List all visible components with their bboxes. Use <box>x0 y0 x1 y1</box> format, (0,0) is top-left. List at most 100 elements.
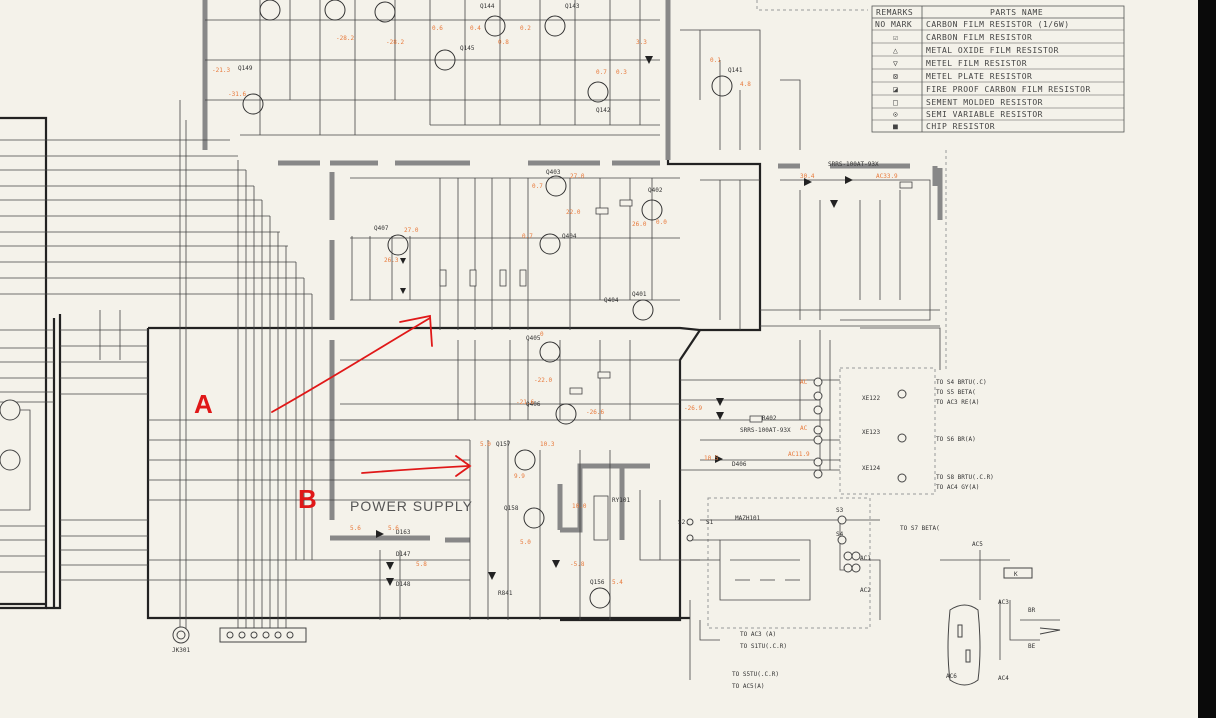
legend-symbol: ⊠ <box>893 72 898 81</box>
shield-segments <box>202 0 943 543</box>
svg-text:Q145: Q145 <box>460 45 475 52</box>
svg-text:TO S5 BETA(: TO S5 BETA( <box>936 389 976 396</box>
svg-text:22.0: 22.0 <box>566 209 581 216</box>
svg-text:-22.0: -22.0 <box>534 377 552 384</box>
svg-text:Q158: Q158 <box>504 505 519 512</box>
svg-text:TO S6 BR(A): TO S6 BR(A) <box>936 436 976 443</box>
svg-text:K: K <box>1014 571 1018 578</box>
legend-name: CARBON FILM RESISTOR (1/6W) <box>926 20 1070 29</box>
legend-symbol: ▽ <box>893 59 898 68</box>
svg-text:27.0: 27.0 <box>570 173 585 180</box>
svg-text:0.8: 0.8 <box>498 39 509 46</box>
legend-symbol: ■ <box>893 122 898 131</box>
svg-text:Q141: Q141 <box>728 67 743 74</box>
svg-text:5.0: 5.0 <box>520 539 531 546</box>
arrow-a <box>271 317 431 413</box>
svg-text:BR: BR <box>1028 607 1036 614</box>
svg-text:0.4: 0.4 <box>470 25 481 32</box>
svg-text:TO AC3 (A): TO AC3 (A) <box>740 631 776 638</box>
svg-text:Q406: Q406 <box>526 401 541 408</box>
svg-text:5.8: 5.8 <box>416 561 427 568</box>
svg-text:26.3: 26.3 <box>384 257 399 264</box>
red-annotation-arrows <box>271 314 472 477</box>
svg-text:AC4: AC4 <box>998 675 1009 682</box>
arrow-a-head <box>399 314 433 347</box>
diode-symbols <box>376 56 853 586</box>
wiring-middle <box>340 177 941 620</box>
svg-text:Q404: Q404 <box>604 297 619 304</box>
wiring-left <box>0 100 470 640</box>
legend-name: FIRE PROOF CARBON FILM RESISTOR <box>926 85 1091 94</box>
svg-text:-5.8: -5.8 <box>570 561 585 568</box>
legend-name: METEL PLATE RESISTOR <box>926 72 1032 81</box>
svg-text:D163: D163 <box>396 529 411 536</box>
viewer-right-edge <box>1198 0 1216 718</box>
svg-text:XE122: XE122 <box>862 395 880 402</box>
svg-text:0.6: 0.6 <box>432 25 443 32</box>
svg-text:0.7: 0.7 <box>532 183 543 190</box>
legend-name: METAL OXIDE FILM RESISTOR <box>926 46 1059 55</box>
svg-text:D406: D406 <box>732 461 747 468</box>
svg-text:AC11.9: AC11.9 <box>788 451 810 458</box>
svg-text:0.0: 0.0 <box>656 219 667 226</box>
svg-text:Q401: Q401 <box>632 291 647 298</box>
svg-text:XE123: XE123 <box>862 429 880 436</box>
legend-header-parts: PARTS NAME <box>990 8 1043 17</box>
svg-text:S3: S3 <box>836 507 844 514</box>
svg-text:Q142: Q142 <box>596 107 611 114</box>
svg-text:S1: S1 <box>706 519 714 526</box>
legend-symbol: △ <box>893 46 898 55</box>
annotation-label-b: B <box>298 484 317 514</box>
svg-text:TO AC4 GY(A): TO AC4 GY(A) <box>936 484 979 491</box>
wiring-top <box>205 0 801 150</box>
svg-text:Q405: Q405 <box>526 335 541 342</box>
svg-text:9.9: 9.9 <box>514 473 525 480</box>
svg-text:26.0: 26.0 <box>632 221 647 228</box>
resistor-legend: REMARKS PARTS NAME NO MARK CARBON FILM R… <box>871 5 1125 133</box>
component-labels: Q149 Q144 Q145 Q143 Q142 Q141 Q407 Q403 … <box>172 3 1036 682</box>
legend-name: METEL FILM RESISTOR <box>926 59 1027 68</box>
svg-text:TO S1TU(.C.R): TO S1TU(.C.R) <box>740 643 787 650</box>
svg-text:AC2: AC2 <box>860 587 871 594</box>
svg-text:0.7: 0.7 <box>596 69 607 76</box>
svg-text:Q156: Q156 <box>590 579 605 586</box>
legend-symbol: NO MARK <box>875 20 912 29</box>
svg-text:-26.6: -26.6 <box>586 409 604 416</box>
svg-text:3.3: 3.3 <box>636 39 647 46</box>
arrow-b-head <box>455 455 472 477</box>
svg-text:27.0: 27.0 <box>404 227 419 234</box>
svg-text:Q402: Q402 <box>648 187 663 194</box>
svg-text:Q404: Q404 <box>562 233 577 240</box>
svg-text:MAZH101: MAZH101 <box>735 515 761 522</box>
connector-terminals <box>686 377 907 573</box>
svg-text:XE124: XE124 <box>862 465 880 472</box>
svg-text:TO AC5(A): TO AC5(A) <box>732 683 765 690</box>
svg-text:-31.6: -31.6 <box>228 91 246 98</box>
svg-text:0: 0 <box>540 331 544 338</box>
svg-text:0.2: 0.2 <box>520 25 531 32</box>
svg-text:10.5: 10.5 <box>704 455 719 462</box>
svg-text:-28.2: -28.2 <box>386 39 404 46</box>
svg-text:-26.9: -26.9 <box>684 405 702 412</box>
legend-symbol: ⊙ <box>893 110 898 119</box>
svg-text:Q144: Q144 <box>480 3 495 10</box>
destination-labels: TO S4 BRTU(.C) TO S5 BETA( TO AC3 RE(A) … <box>732 379 994 690</box>
svg-text:AC: AC <box>800 425 808 432</box>
svg-text:AC1: AC1 <box>860 555 871 562</box>
svg-text:Q143: Q143 <box>565 3 580 10</box>
svg-text:5.4: 5.4 <box>612 579 623 586</box>
svg-text:AC: AC <box>800 379 808 386</box>
annotation-label-a: A <box>194 389 213 419</box>
svg-text:0.7: 0.7 <box>522 233 533 240</box>
svg-text:RY101: RY101 <box>612 497 630 504</box>
svg-text:S4: S4 <box>836 531 844 538</box>
svg-text:D147: D147 <box>396 551 411 558</box>
svg-text:AC5: AC5 <box>972 541 983 548</box>
svg-text:AC6: AC6 <box>946 673 957 680</box>
resistor-symbols <box>439 181 913 541</box>
svg-text:5.0: 5.0 <box>480 441 491 448</box>
svg-text:R841: R841 <box>498 590 513 597</box>
